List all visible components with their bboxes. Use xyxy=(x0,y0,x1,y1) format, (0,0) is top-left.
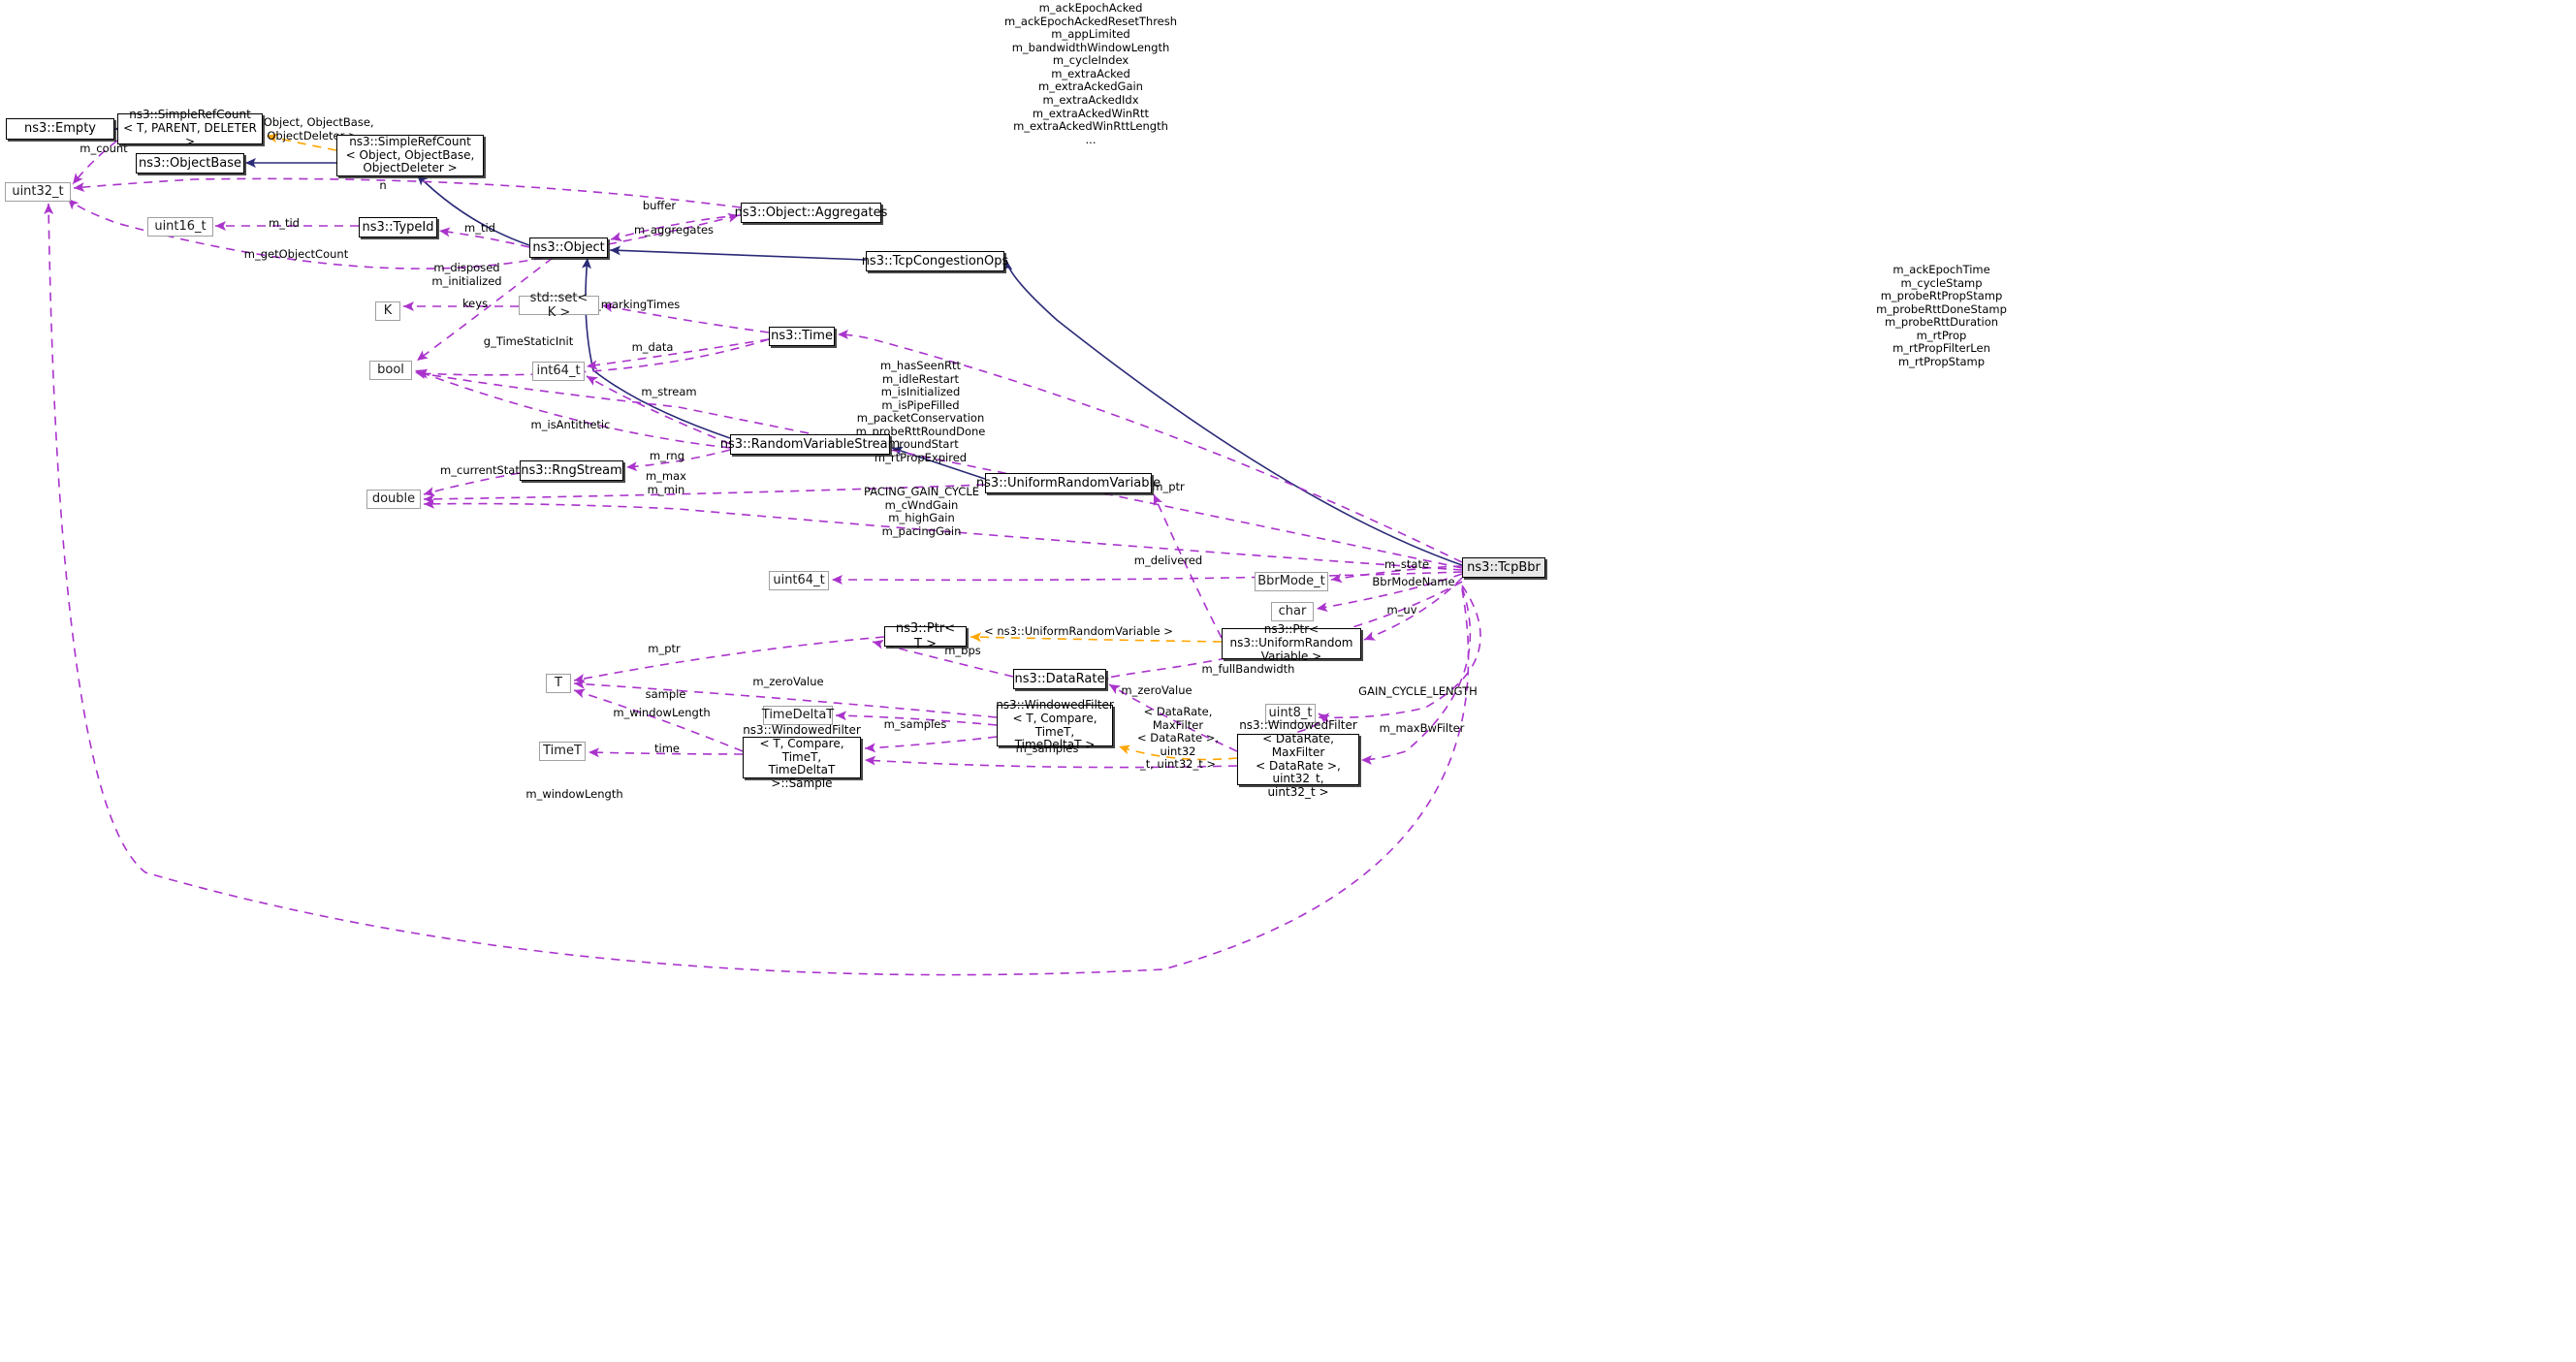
edge-label-lbl-m_max_min: m_max m_min xyxy=(645,469,686,496)
class-node-datarate[interactable]: ns3::DataRate xyxy=(1013,669,1106,689)
class-node-rngstream[interactable]: ns3::RngStream xyxy=(520,460,623,481)
usage-edges xyxy=(44,140,1481,976)
edge-label-lbl-m_tid-1: m_tid xyxy=(269,216,300,230)
class-node-uint16[interactable]: uint16_t xyxy=(147,217,213,237)
edge-label-lbl-m_isAntithetic: m_isAntithetic xyxy=(530,418,611,431)
class-node-wfDataRate[interactable]: ns3::WindowedFilter < DataRate, MaxFilte… xyxy=(1237,718,1359,799)
class-node-timeT[interactable]: TimeT xyxy=(539,742,586,761)
edge-label-lbl-m_windowLength: m_windowLength xyxy=(613,706,711,719)
class-node-T[interactable]: T xyxy=(546,674,571,693)
edge-label-lbl-urv-tmpl: < ns3::UniformRandomVariable > xyxy=(984,624,1173,638)
edge-label-lbl-m_rng: m_rng xyxy=(649,449,685,462)
edge-label-lbl-keys: keys xyxy=(461,297,489,310)
edge-label-lbl-m_samples-1: m_samples xyxy=(883,717,947,731)
class-node-double[interactable]: double xyxy=(366,490,421,509)
class-node-ptrURV[interactable]: ns3::Ptr< ns3::UniformRandom Variable > xyxy=(1222,622,1361,663)
class-node-bool[interactable]: bool xyxy=(369,361,412,380)
inheritance-edges xyxy=(114,124,1463,566)
edge-label-lbl-m_delivered: m_delivered xyxy=(1133,554,1203,567)
class-node-urv[interactable]: ns3::UniformRandomVariable xyxy=(976,473,1161,493)
edge-label-lbl-dr-tmpl: < DataRate, MaxFilter < DataRate >, uint… xyxy=(1136,705,1220,772)
edge-label-lbl-m_state: m_state xyxy=(1383,557,1430,571)
edge-label-lbl-GAIN_CYCLE: GAIN_CYCLE_LENGTH xyxy=(1358,684,1478,698)
edge-label-lbl-time: time xyxy=(654,742,680,755)
edge-label-lbl-m_tid-2: m_tid xyxy=(464,221,495,235)
class-node-time[interactable]: ns3::Time xyxy=(769,327,835,346)
class-node-wfT[interactable]: ns3::WindowedFilter < T, Compare, TimeT,… xyxy=(996,697,1114,752)
class-node-ptrT[interactable]: ns3::Ptr< T > xyxy=(884,621,967,651)
class-node-stdset[interactable]: std::set< K > xyxy=(519,291,599,320)
edge-label-lbl-BbrModeName: BbrModeName xyxy=(1372,575,1455,588)
class-node-aggregates[interactable]: ns3::Object::Aggregates xyxy=(735,203,887,223)
edge-label-lbl-pacinggain: PACING_GAIN_CYCLE m_cWndGain m_highGain … xyxy=(864,485,979,538)
class-node-char[interactable]: char xyxy=(1271,602,1314,621)
edge-label-lbl-g_TimeStaticInit: g_TimeStaticInit xyxy=(483,334,574,348)
edge-label-lbl-m_windowLength-2: m_windowLength xyxy=(525,787,623,801)
class-node-srcT[interactable]: ns3::SimpleRefCount < T, PARENT, DELETER… xyxy=(117,108,263,148)
class-node-uint32[interactable]: uint32_t xyxy=(5,182,71,202)
edge-label-lbl-m_ptr-2: m_ptr xyxy=(648,642,681,655)
class-node-srcObject[interactable]: ns3::SimpleRefCount < Object, ObjectBase… xyxy=(336,135,484,176)
edge-label-lbl-m_uv: m_uv xyxy=(1386,603,1417,617)
edge-label-lbl-n: n xyxy=(379,178,387,192)
edge-label-lbl-m_zeroValue-1: m_zeroValue xyxy=(752,675,824,688)
edge-label-lbl-m_getObjectCount: m_getObjectCount xyxy=(243,247,349,261)
edge-label-lbl-m_fullBandwidth: m_fullBandwidth xyxy=(1201,662,1295,676)
edge-label-lbl-m_maxBwFilter: m_maxBwFilter xyxy=(1379,721,1465,735)
edge-label-lbl-m_zeroValue-2: m_zeroValue xyxy=(1121,683,1193,697)
class-node-uint64[interactable]: uint64_t xyxy=(769,571,829,590)
edge-label-lbl-buffer: buffer xyxy=(642,199,677,212)
edge-label-lbl-ackEpochTime: m_ackEpochTime m_cycleStamp m_probeRtPro… xyxy=(1876,263,2007,368)
class-node-tcpcong[interactable]: ns3::TcpCongestionOps xyxy=(862,251,1008,271)
class-node-timedeltat[interactable]: TimeDeltaT xyxy=(762,706,834,725)
class-node-wfSample[interactable]: ns3::WindowedFilter < T, Compare, TimeT,… xyxy=(743,722,861,791)
edge-label-lbl-m_stream: m_stream xyxy=(641,385,697,398)
edge-label-lbl-m_disposed: m_disposed m_initialized xyxy=(431,261,502,288)
edge-label-lbl-tcpbbr-attrs: m_ackEpochAcked m_ackEpochAckedResetThre… xyxy=(1003,1,1178,146)
class-node-tcpbbr[interactable]: ns3::TcpBbr xyxy=(1462,557,1545,578)
edge-label-lbl-m_data: m_data xyxy=(631,340,674,354)
edge-label-lbl-m_aggregates: m_aggregates xyxy=(633,223,715,237)
class-node-rvs[interactable]: ns3::RandomVariableStream xyxy=(720,434,900,455)
class-node-K[interactable]: K xyxy=(375,301,400,321)
class-node-int64[interactable]: int64_t xyxy=(532,362,585,381)
class-node-empty[interactable]: ns3::Empty xyxy=(6,118,114,140)
edge-label-lbl-sample: sample xyxy=(645,687,686,701)
class-node-typeid[interactable]: ns3::TypeId xyxy=(359,217,437,238)
class-node-bbrmode[interactable]: BbrMode_t xyxy=(1255,572,1328,591)
class-node-object[interactable]: ns3::Object xyxy=(529,238,608,258)
class-node-objectbase[interactable]: ns3::ObjectBase xyxy=(136,153,244,174)
